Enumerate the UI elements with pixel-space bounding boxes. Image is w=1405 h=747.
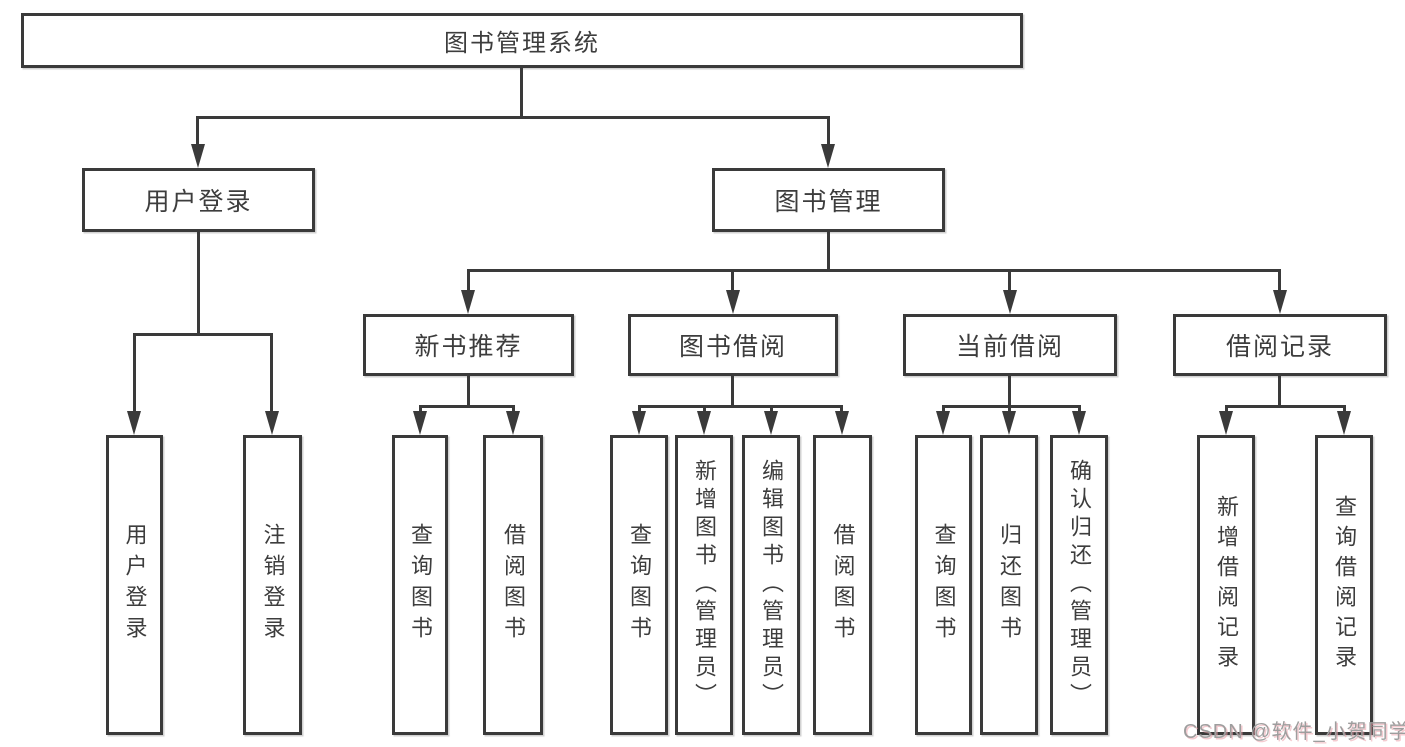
node-label: 借阅图书 <box>830 523 856 647</box>
connector-line <box>1078 405 1081 415</box>
connector-line <box>197 232 200 336</box>
arrowhead-down-icon <box>764 411 778 435</box>
arrowhead-down-icon <box>265 411 279 435</box>
node-new-book-recommendation: 新书推荐 <box>363 314 574 376</box>
node-borrowing-records: 借阅记录 <box>1173 314 1387 376</box>
node-label: 归还图书 <box>997 523 1022 647</box>
leaf-edit-books-admin: 编辑图书（管理员） <box>742 435 800 735</box>
connector-line <box>419 405 422 415</box>
connector-line <box>467 269 1281 272</box>
connector-line <box>731 376 734 408</box>
connector-line <box>840 405 843 415</box>
arrowhead-down-icon <box>461 290 475 314</box>
node-label: 查询借阅记录 <box>1332 495 1357 675</box>
node-label: 查询图书 <box>408 523 433 647</box>
connector-line <box>133 333 273 336</box>
arrowhead-down-icon <box>835 411 849 435</box>
node-label: 借阅图书 <box>501 523 526 647</box>
node-label: 图书管理系统 <box>444 30 600 57</box>
connector-line <box>512 405 515 415</box>
arrowhead-down-icon <box>506 411 520 435</box>
connector-line <box>1278 376 1281 408</box>
leaf-user-login: 用户登录 <box>106 435 163 735</box>
connector-line <box>770 405 773 415</box>
connector-line <box>197 116 830 119</box>
connector-line <box>270 333 273 415</box>
connector-line <box>467 376 470 408</box>
node-book-borrowing: 图书借阅 <box>628 314 838 376</box>
arrowhead-down-icon <box>632 411 646 435</box>
leaf-add-books-admin: 新增图书（管理员） <box>675 435 733 735</box>
connector-line <box>1343 405 1346 415</box>
leaf-borrow-books: 借阅图书 <box>813 435 872 735</box>
node-label: 用户登录 <box>144 188 253 216</box>
arrowhead-down-icon <box>413 411 427 435</box>
leaf-add-borrow-record: 新增借阅记录 <box>1197 435 1255 735</box>
arrowhead-down-icon <box>1003 290 1017 314</box>
node-label: 图书管理 <box>774 188 883 216</box>
leaf-logout: 注销登录 <box>243 435 302 735</box>
node-label: 图书借阅 <box>678 333 787 361</box>
connector-line <box>731 269 734 295</box>
connector-line <box>1225 405 1228 415</box>
connector-line <box>703 405 706 415</box>
leaf-query-books-current: 查询图书 <box>915 435 972 735</box>
node-label: 注销登录 <box>260 523 286 647</box>
connector-line <box>827 232 830 272</box>
arrowhead-down-icon <box>697 411 711 435</box>
arrowhead-down-icon <box>1219 411 1233 435</box>
connector-line <box>1278 269 1281 295</box>
arrowhead-down-icon <box>1273 290 1287 314</box>
node-label: 确认归还（管理员） <box>1067 459 1092 711</box>
leaf-return-books: 归还图书 <box>980 435 1038 735</box>
connector-line <box>1008 376 1011 408</box>
node-label: 新增图书（管理员） <box>692 459 717 711</box>
connector-line <box>467 269 470 295</box>
arrowhead-down-icon <box>1072 411 1086 435</box>
connector-line <box>638 405 641 415</box>
connector-line <box>196 116 199 150</box>
connector-line <box>942 405 1080 408</box>
node-current-borrowing: 当前借阅 <box>903 314 1117 376</box>
node-label: 借阅记录 <box>1225 333 1334 361</box>
arrowhead-down-icon <box>191 144 205 168</box>
arrowhead-down-icon <box>1002 411 1016 435</box>
node-label: 查询图书 <box>627 523 652 647</box>
arrowhead-down-icon <box>936 411 950 435</box>
csdn-watermark: CSDN @软件_小贺同学 <box>1183 721 1405 743</box>
node-label: 用户登录 <box>122 523 148 647</box>
connector-line <box>1008 405 1011 415</box>
node-label: 编辑图书（管理员） <box>759 459 784 711</box>
connector-line <box>942 405 945 415</box>
node-label: 当前借阅 <box>955 333 1064 361</box>
leaf-borrow-books-recommend: 借阅图书 <box>483 435 543 735</box>
leaf-query-books-borrowing: 查询图书 <box>610 435 668 735</box>
arrowhead-down-icon <box>821 144 835 168</box>
connector-line <box>520 68 523 118</box>
arrowhead-down-icon <box>127 411 141 435</box>
node-label: 查询图书 <box>931 523 957 647</box>
leaf-confirm-return-admin: 确认归还（管理员） <box>1050 435 1108 735</box>
arrowhead-down-icon <box>1337 411 1351 435</box>
leaf-query-borrow-record: 查询借阅记录 <box>1315 435 1373 735</box>
node-library-management-system: 图书管理系统 <box>21 13 1023 68</box>
connector-line <box>1008 269 1011 295</box>
arrowhead-down-icon <box>726 290 740 314</box>
node-book-management: 图书管理 <box>712 168 945 232</box>
connector-line <box>1225 405 1345 408</box>
node-label: 新增借阅记录 <box>1214 495 1239 675</box>
node-user-login: 用户登录 <box>82 168 315 232</box>
connector-line <box>133 333 136 415</box>
connector-line <box>419 405 515 408</box>
connector-line <box>827 116 830 150</box>
leaf-query-books-recommend: 查询图书 <box>392 435 448 735</box>
node-label: 新书推荐 <box>414 333 523 361</box>
connector-line <box>638 405 843 408</box>
